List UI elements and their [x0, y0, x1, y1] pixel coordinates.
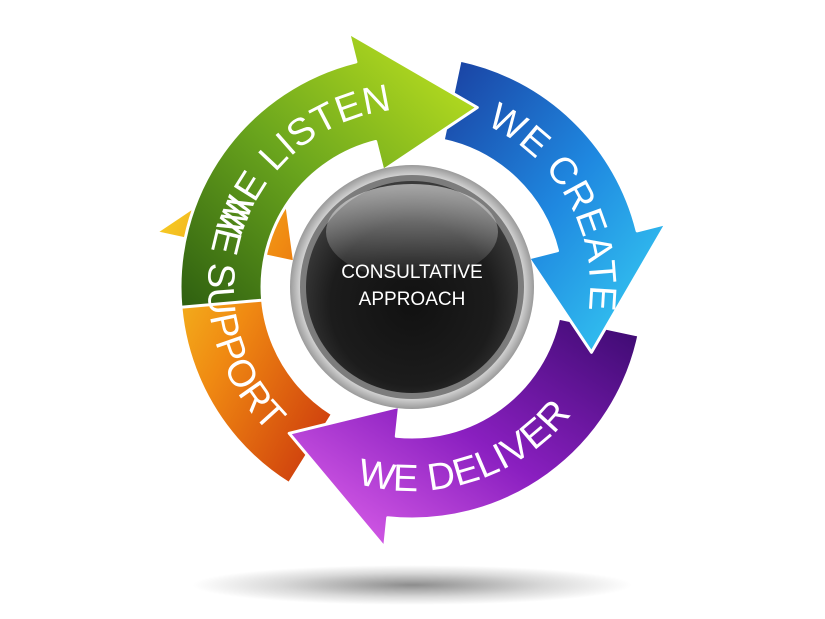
center-orb: CONSULTATIVE APPROACH: [290, 165, 534, 409]
we-listen-arrow: [178, 31, 479, 309]
we-deliver-arrow: [287, 316, 641, 550]
ground-shadow: [192, 565, 632, 605]
arrow-ring: [154, 31, 668, 550]
center-title-line1: CONSULTATIVE: [341, 262, 482, 283]
center-title-line2: APPROACH: [359, 289, 466, 310]
we-create-arrow: [441, 58, 668, 354]
